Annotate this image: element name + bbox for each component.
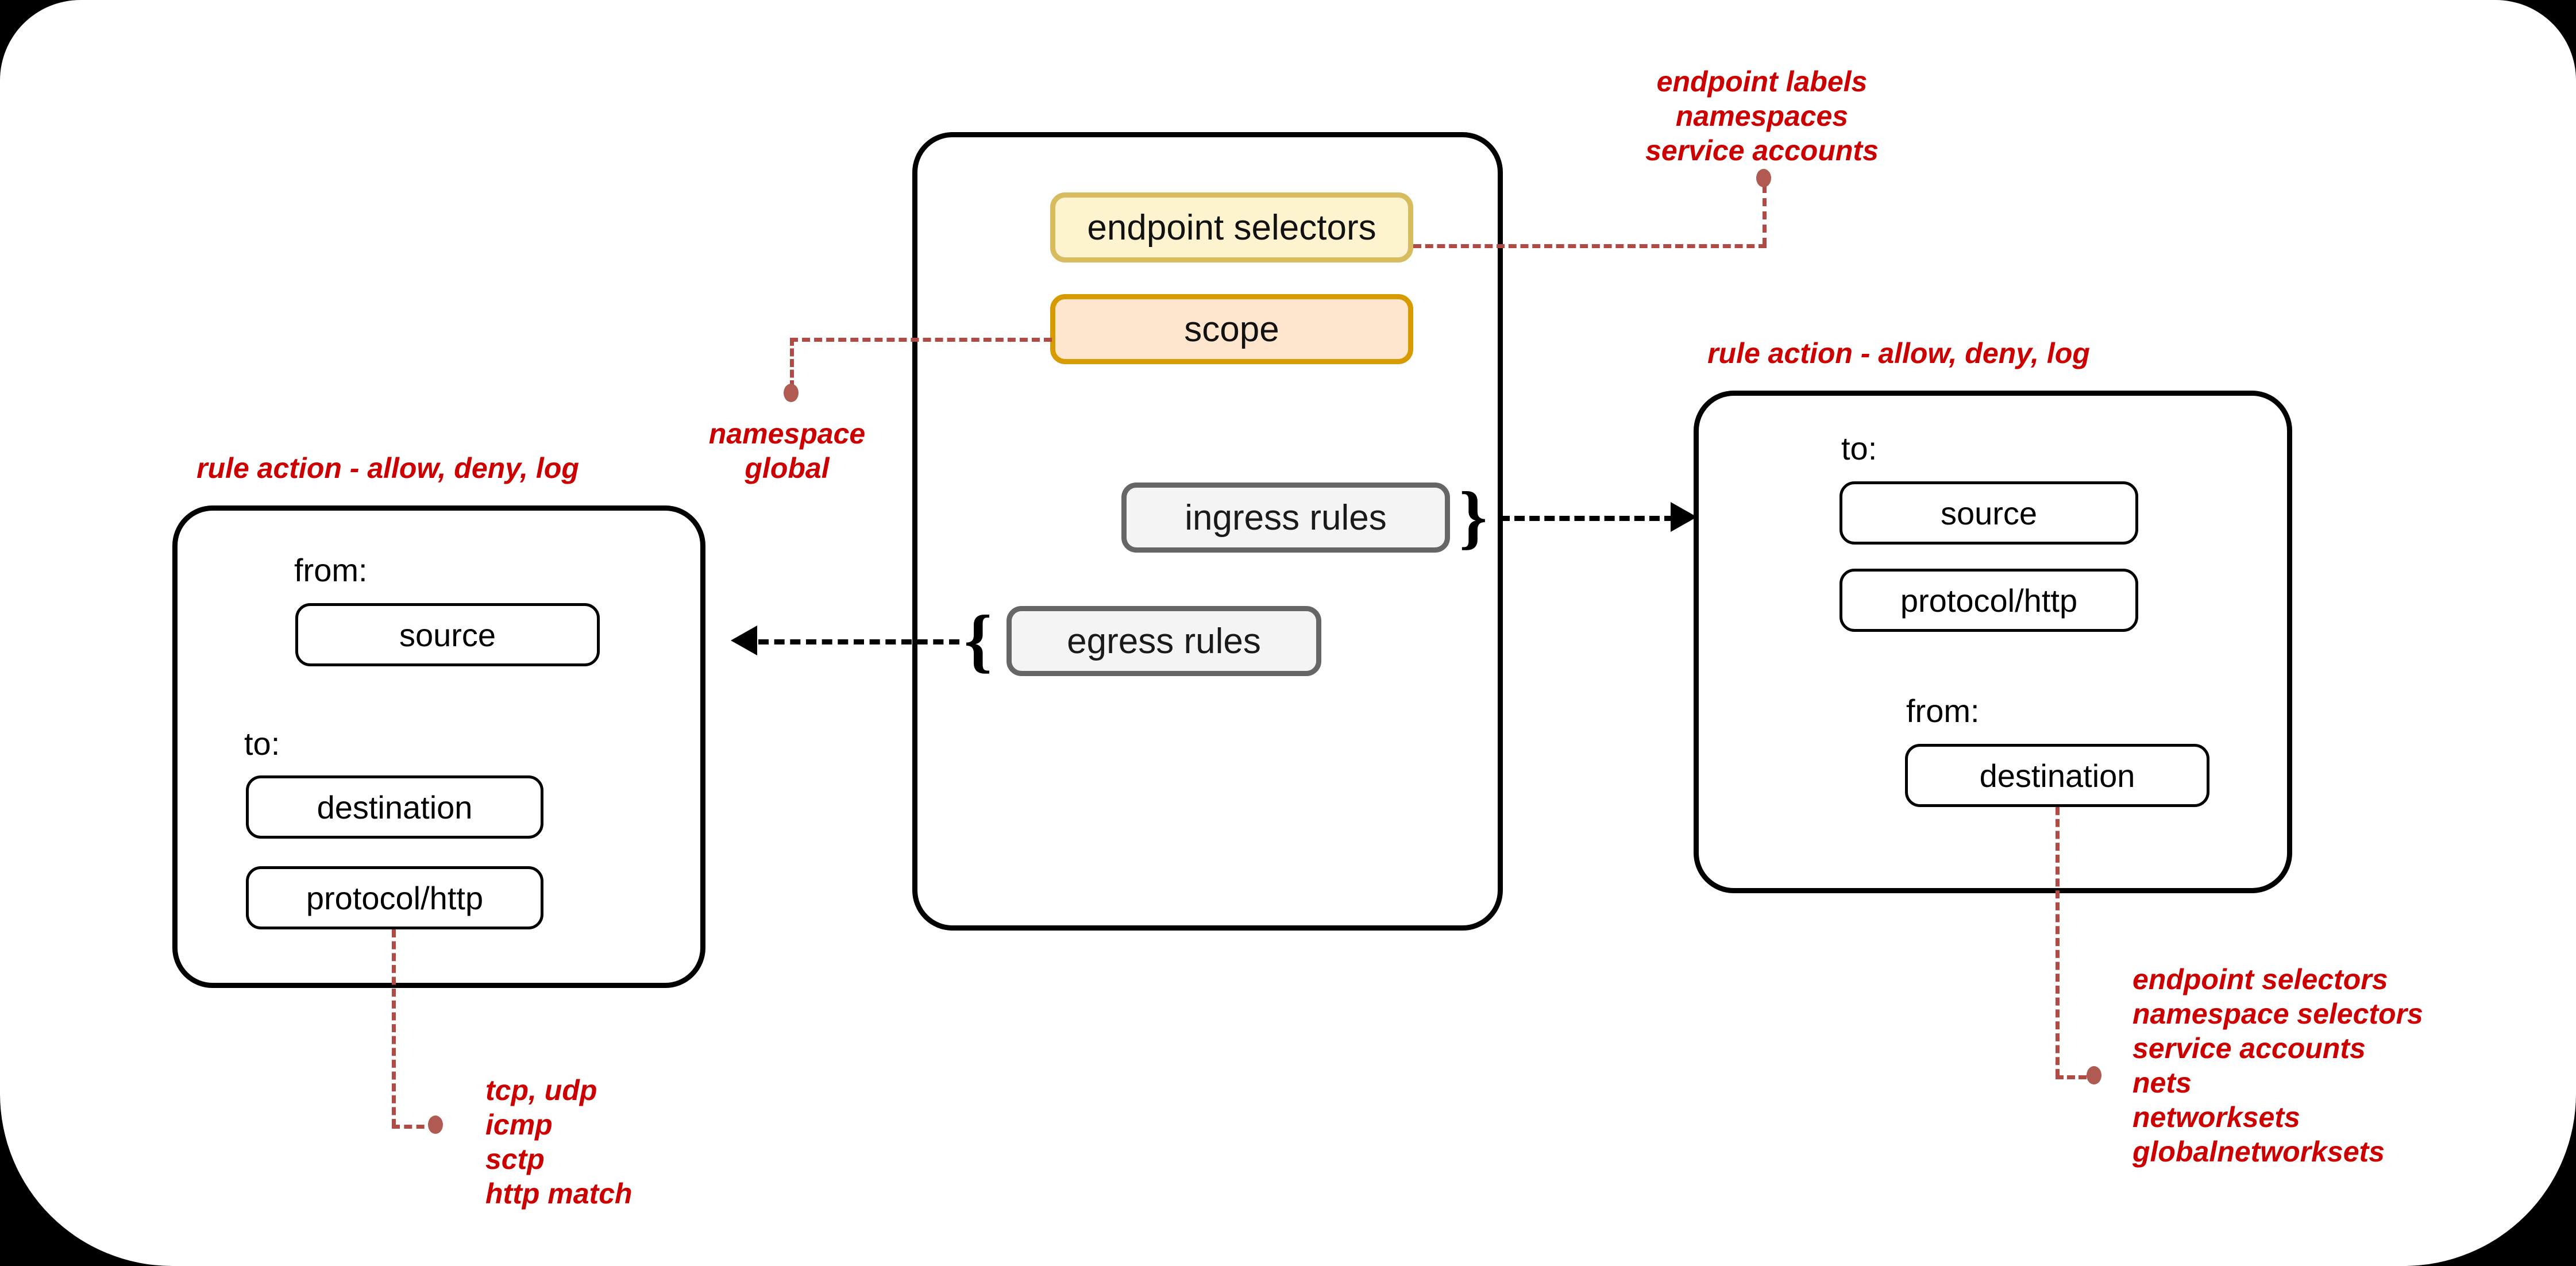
left-rule-action-annotation: rule action - allow, deny, log <box>196 452 579 484</box>
scope-connector-vertical <box>790 338 794 388</box>
egress-arrow-line <box>758 639 959 644</box>
scope-box[interactable]: scope <box>1050 294 1413 364</box>
left-destination-box[interactable]: destination <box>246 775 543 839</box>
right-protocol-box[interactable]: protocol/http <box>1840 569 2138 632</box>
protocol-annotation: tcp, udp icmp sctp http match <box>485 1074 633 1210</box>
egress-arrow-head-icon <box>731 626 757 655</box>
right-from-label: from: <box>1906 693 1980 729</box>
right-rule-action-annotation: rule action - allow, deny, log <box>1707 337 2090 369</box>
egress-rules-box[interactable]: egress rules <box>1007 606 1321 676</box>
endpoint-selectors-connector-vertical <box>1763 185 1767 246</box>
endpoint-selectors-connector-dot <box>1756 169 1771 187</box>
destination-connector-vertical <box>2056 807 2060 1077</box>
destination-annotation: endpoint selectors namespace selectors s… <box>2132 963 2423 1168</box>
egress-brace-icon: { <box>964 601 992 680</box>
protocol-connector-horizontal <box>392 1125 437 1129</box>
destination-connector-horizontal <box>2056 1075 2098 1079</box>
protocol-connector-dot <box>428 1116 443 1134</box>
scope-connector-horizontal <box>790 338 1052 342</box>
ingress-rule-container <box>1694 391 2292 893</box>
right-destination-box[interactable]: destination <box>1905 744 2209 807</box>
endpoint-selectors-annotation: endpoint labels namespaces service accou… <box>1645 65 1879 167</box>
scope-connector-dot <box>784 384 799 402</box>
ingress-rules-box[interactable]: ingress rules <box>1121 483 1450 553</box>
left-to-label: to: <box>244 725 280 762</box>
protocol-connector-vertical <box>392 929 396 1127</box>
right-to-label: to: <box>1841 430 1877 466</box>
left-from-label: from: <box>294 552 368 588</box>
left-source-box[interactable]: source <box>295 603 600 666</box>
destination-connector-dot <box>2087 1066 2101 1084</box>
ingress-brace-icon: } <box>1459 477 1487 556</box>
right-source-box[interactable]: source <box>1840 481 2138 545</box>
scope-annotation: namespace global <box>708 418 866 484</box>
endpoint-selectors-connector-horizontal <box>1413 244 1767 248</box>
endpoint-selectors-box[interactable]: endpoint selectors <box>1050 192 1413 263</box>
ingress-arrow-line <box>1499 516 1675 521</box>
ingress-arrow-head-icon <box>1671 502 1697 532</box>
left-protocol-box[interactable]: protocol/http <box>246 866 543 929</box>
